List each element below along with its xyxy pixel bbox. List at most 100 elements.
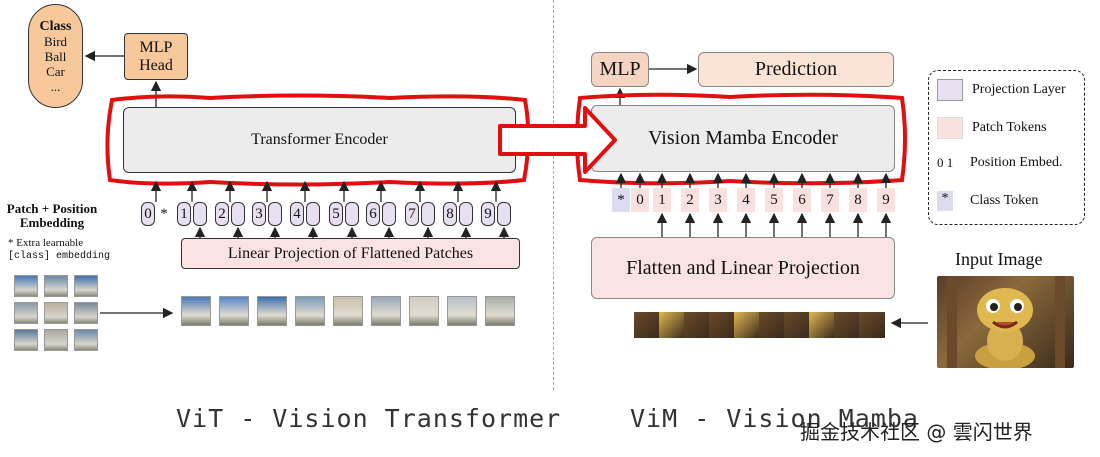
extra-note-line2: [class] embedding bbox=[8, 251, 111, 262]
vit-patch-embedding bbox=[231, 202, 245, 226]
patch-token-swatch bbox=[937, 117, 963, 139]
image-patch bbox=[14, 329, 38, 351]
vim-encoder-label: Vision Mamba Encoder bbox=[648, 127, 838, 149]
input-image-label: Input Image bbox=[955, 249, 1043, 269]
projection-layer-swatch bbox=[937, 79, 963, 101]
mlp-head-box: MLP Head bbox=[124, 33, 188, 80]
snake-patch bbox=[709, 312, 735, 338]
vim-patch-token: 0 bbox=[631, 188, 649, 212]
snake-patch bbox=[859, 312, 885, 338]
mlp-head-line2: Head bbox=[139, 56, 173, 74]
vim-patch-token: 5 bbox=[765, 188, 783, 212]
vit-position-token: 0 bbox=[141, 202, 155, 226]
vit-patch-embedding bbox=[268, 202, 282, 226]
legend-label: Patch Tokens bbox=[972, 120, 1047, 135]
vim-mamba-encoder: Vision Mamba Encoder bbox=[591, 105, 895, 172]
vit-position-token: 5 bbox=[329, 202, 343, 226]
vim-patch-token: 9 bbox=[877, 188, 895, 212]
vit-patch-embedding bbox=[459, 202, 473, 226]
vim-patch-token: 3 bbox=[709, 188, 727, 212]
snake-patch bbox=[734, 312, 760, 338]
snake-patch bbox=[659, 312, 685, 338]
vit-linear-projection-label: Linear Projection of Flattened Patches bbox=[227, 244, 474, 262]
vit-patch-embedding bbox=[193, 202, 207, 226]
vit-patch-embedding bbox=[421, 202, 435, 226]
legend-label: Projection Layer bbox=[972, 82, 1066, 97]
vit-encoder-highlight bbox=[105, 93, 531, 187]
image-patch bbox=[14, 275, 38, 297]
flattened-patch bbox=[371, 296, 401, 326]
legend-box: Projection Layer Patch Tokens 0 1 Positi… bbox=[928, 70, 1085, 225]
vit-position-token: 1 bbox=[177, 202, 191, 226]
vit-class-token: * bbox=[160, 205, 168, 222]
vim-flatten-label: Flatten and Linear Projection bbox=[626, 256, 860, 279]
vit-linear-projection: Linear Projection of Flattened Patches bbox=[181, 238, 520, 269]
vim-flatten-projection: Flatten and Linear Projection bbox=[591, 237, 895, 299]
flattened-patch bbox=[219, 296, 249, 326]
vit-position-token: 8 bbox=[443, 202, 457, 226]
vit-encoder-label: Transformer Encoder bbox=[251, 131, 388, 148]
image-patch bbox=[14, 302, 38, 324]
flattened-patch bbox=[295, 296, 325, 326]
vit-position-token: 4 bbox=[290, 202, 304, 226]
flattened-patch bbox=[447, 296, 477, 326]
legend-row: * Class Token bbox=[937, 191, 1038, 211]
legend-row: Patch Tokens bbox=[937, 117, 1047, 139]
vit-patch-embedding bbox=[345, 202, 359, 226]
class-output-item: Car bbox=[46, 63, 65, 79]
class-output-title: Class bbox=[39, 18, 72, 34]
snake-patch bbox=[634, 312, 660, 338]
patch-position-line2: Embedding bbox=[19, 215, 85, 230]
vim-patch-token: 6 bbox=[793, 188, 811, 212]
class-output-item: ... bbox=[50, 78, 61, 94]
image-patch bbox=[74, 302, 98, 324]
snake-patch bbox=[684, 312, 710, 338]
mlp-head-line1: MLP bbox=[139, 38, 173, 56]
image-patch bbox=[44, 275, 68, 297]
vim-patch-token: 8 bbox=[849, 188, 867, 212]
vit-position-token: 2 bbox=[215, 202, 229, 226]
panel-divider bbox=[553, 0, 554, 390]
vit-patch-embedding bbox=[306, 202, 320, 226]
class-output-box: Class Bird Ball Car ... bbox=[28, 4, 83, 108]
snake-illustration bbox=[947, 276, 1065, 368]
patch-position-label: Patch + Position Embedding bbox=[2, 202, 102, 230]
legend-label: Position Embed. bbox=[970, 155, 1063, 170]
vim-patch-token: 7 bbox=[821, 188, 839, 212]
extra-note-line1: * Extra learnable bbox=[8, 237, 84, 249]
vit-patch-embedding bbox=[497, 202, 511, 226]
transition-arrow bbox=[498, 106, 617, 174]
image-patch bbox=[44, 329, 68, 351]
legend-row: 0 1 Position Embed. bbox=[937, 155, 1063, 171]
patch-position-line1: Patch + Position bbox=[6, 201, 98, 216]
vim-encoder-highlight bbox=[575, 92, 907, 186]
class-token-swatch: * bbox=[937, 191, 953, 211]
vim-mlp-label: MLP bbox=[599, 58, 641, 80]
snake-patch bbox=[834, 312, 860, 338]
vim-mlp-box: MLP bbox=[591, 52, 649, 87]
class-output-item: Ball bbox=[44, 48, 67, 64]
vit-patch-embedding bbox=[382, 202, 396, 226]
class-output-item: Bird bbox=[43, 33, 68, 49]
vit-position-token: 3 bbox=[252, 202, 266, 226]
image-patch bbox=[74, 329, 98, 351]
vit-position-token: 6 bbox=[366, 202, 380, 226]
image-patch bbox=[44, 302, 68, 324]
vim-class-token: * bbox=[612, 188, 630, 212]
snake-patch bbox=[759, 312, 785, 338]
vim-patch-token: 4 bbox=[737, 188, 755, 212]
vit-position-token: 9 bbox=[481, 202, 495, 226]
vim-prediction-box: Prediction bbox=[698, 52, 894, 87]
vim-prediction-label: Prediction bbox=[754, 58, 838, 80]
legend-row: Projection Layer bbox=[937, 79, 1066, 101]
position-embed-swatch: 0 1 bbox=[937, 155, 954, 170]
extra-learnable-note: * Extra learnable [class] embedding bbox=[8, 236, 110, 264]
snake-patch bbox=[784, 312, 810, 338]
vit-caption: ViT - Vision Transformer bbox=[176, 404, 562, 433]
vim-patch-token: 2 bbox=[681, 188, 699, 212]
vim-patch-token: 1 bbox=[653, 188, 671, 212]
flattened-patch bbox=[181, 296, 211, 326]
flattened-patch bbox=[409, 296, 439, 326]
legend-label: Class Token bbox=[970, 193, 1039, 208]
